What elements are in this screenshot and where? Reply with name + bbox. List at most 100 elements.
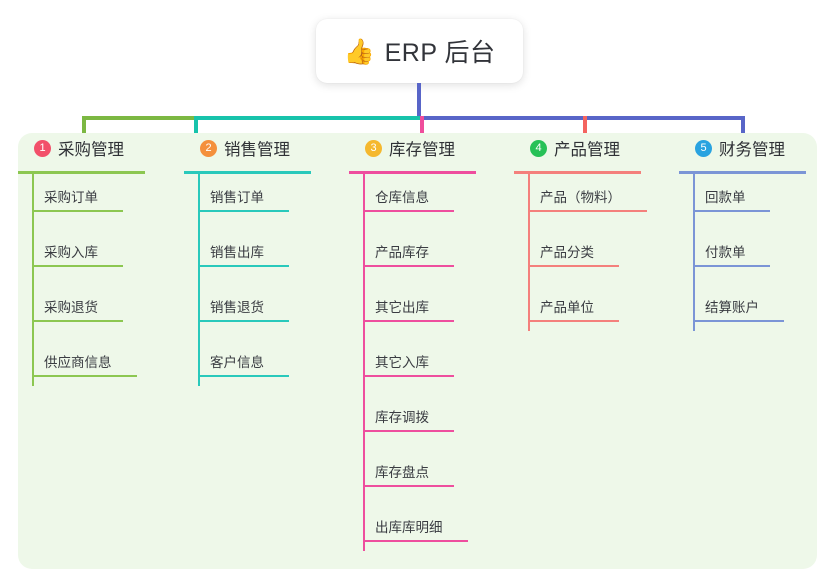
list-item-label: 其它出库 [375,300,429,315]
list-item-label: 出库库明细 [375,520,443,535]
list-item-label: 销售退货 [210,300,264,315]
column-badge-finance: 5 [695,139,712,157]
column-rule-finance [679,171,806,174]
list-item-label: 采购入库 [44,245,98,260]
list-item[interactable]: 采购订单 [32,178,123,212]
column-inventory: 3 库存管理仓库信息产品库存其它出库其它入库库存调拨库存盘点出库库明细 [349,133,476,551]
list-item-rule [693,210,770,212]
list-item-rule [32,210,123,212]
list-item[interactable]: 出库库明细 [363,508,468,542]
list-item-rule [693,320,784,322]
column-rule-inventory [349,171,476,174]
list-item[interactable]: 销售出库 [198,233,289,267]
list-item[interactable]: 回款单 [693,178,770,212]
connector-segment-teal [194,116,420,120]
list-item[interactable]: 产品（物料） [528,178,647,212]
list-item-label: 结算账户 [705,300,759,315]
list-item-label: 仓库信息 [375,190,429,205]
list-item-label: 采购订单 [44,190,98,205]
list-item[interactable]: 付款单 [693,233,770,267]
column-spine-finance [693,174,695,331]
column-header-inventory[interactable]: 3 库存管理 [349,133,455,163]
list-item-label: 库存盘点 [375,465,429,480]
column-rule-purchase [18,171,145,174]
list-item-rule [528,210,647,212]
connector-drop-inventory [420,116,424,146]
root-node-title: ERP 后台 [384,39,496,67]
column-purchase: 1 采购管理采购订单采购入库采购退货供应商信息 [18,133,145,386]
connector-segment-blue [420,116,743,120]
list-item-rule [32,320,123,322]
list-item-label: 采购退货 [44,300,98,315]
list-item-rule [363,210,454,212]
list-item-rule [363,265,454,267]
list-item-rule [363,320,454,322]
thumbs-up-icon: 👍 [343,36,375,66]
column-title-purchase: 采购管理 [58,141,124,159]
list-item-rule [363,375,454,377]
list-item-rule [198,265,289,267]
list-item-label: 产品库存 [375,245,429,260]
list-item[interactable]: 其它出库 [363,288,454,322]
list-item-rule [528,265,619,267]
list-item[interactable]: 仓库信息 [363,178,454,212]
column-title-product: 产品管理 [554,141,620,159]
list-item[interactable]: 供应商信息 [32,343,137,377]
root-node[interactable]: 👍 ERP 后台 [316,19,523,83]
list-item-label: 其它入库 [375,355,429,370]
list-item-label: 产品单位 [540,300,594,315]
list-item[interactable]: 库存调拨 [363,398,454,432]
column-rule-sales [184,171,311,174]
list-item[interactable]: 销售订单 [198,178,289,212]
column-spine-purchase [32,174,34,386]
list-item[interactable]: 结算账户 [693,288,784,322]
column-spine-sales [198,174,200,386]
root-stem-line [417,83,421,118]
list-item[interactable]: 销售退货 [198,288,289,322]
list-item-rule [32,375,137,377]
list-item-rule [363,430,454,432]
list-item-label: 库存调拨 [375,410,429,425]
column-spine-product [528,174,530,331]
list-item[interactable]: 产品单位 [528,288,619,322]
column-spine-inventory [363,174,365,551]
list-item-rule [693,265,770,267]
list-item-label: 产品（物料） [540,190,621,205]
column-finance: 5 财务管理回款单付款单结算账户 [679,133,806,331]
connector-drop-product [583,116,587,146]
list-item-label: 供应商信息 [44,355,112,370]
column-header-purchase[interactable]: 1 采购管理 [18,133,124,163]
column-header-sales[interactable]: 2 销售管理 [184,133,290,163]
list-item-rule [198,375,289,377]
column-badge-purchase: 1 [34,139,51,157]
column-header-finance[interactable]: 5 财务管理 [679,133,785,163]
branch-panel: 1 采购管理采购订单采购入库采购退货供应商信息 2 销售管理销售订单销售出库销售退货客… [18,133,817,569]
list-item[interactable]: 采购入库 [32,233,123,267]
list-item[interactable]: 采购退货 [32,288,123,322]
column-title-finance: 财务管理 [719,141,785,159]
list-item[interactable]: 产品分类 [528,233,619,267]
list-item[interactable]: 客户信息 [198,343,289,377]
list-item[interactable]: 产品库存 [363,233,454,267]
list-item-label: 产品分类 [540,245,594,260]
column-badge-inventory: 3 [365,139,382,157]
list-item[interactable]: 其它入库 [363,343,454,377]
list-item[interactable]: 库存盘点 [363,453,454,487]
list-item-rule [32,265,123,267]
list-item-rule [198,210,289,212]
connector-segment-green [82,116,194,120]
column-title-sales: 销售管理 [224,141,290,159]
list-item-rule [363,540,468,542]
column-badge-sales: 2 [200,139,217,157]
column-title-inventory: 库存管理 [389,141,455,159]
list-item-rule [198,320,289,322]
list-item-label: 销售订单 [210,190,264,205]
list-item-label: 付款单 [705,245,746,260]
column-rule-product [514,171,641,174]
list-item-rule [528,320,619,322]
list-item-label: 客户信息 [210,355,264,370]
list-item-label: 回款单 [705,190,746,205]
